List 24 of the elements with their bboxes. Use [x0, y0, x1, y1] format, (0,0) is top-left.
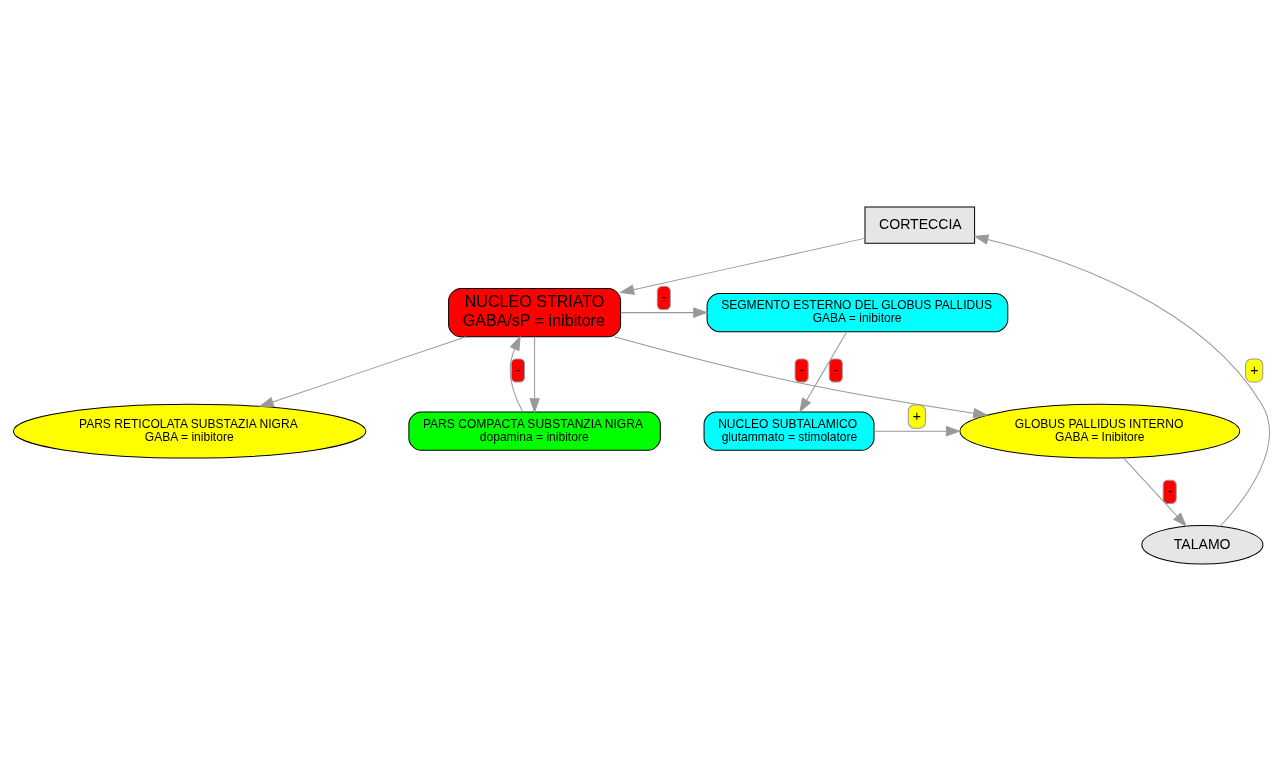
arrow — [973, 233, 1270, 527]
arrow — [619, 237, 866, 295]
arrow — [529, 335, 540, 413]
edge-label: + — [1250, 361, 1259, 378]
edge-label: - — [1167, 482, 1173, 499]
node-box: CORTECCIA — [864, 206, 976, 244]
node-ellipse: GLOBUS PALLIDUS INTERNO GABA = Inibitore — [959, 403, 1241, 459]
arrow — [1123, 457, 1188, 527]
node-ellipse: TALAMO — [1141, 524, 1264, 565]
arrow — [873, 425, 961, 436]
node-box: NUCLEO SUBTALAMICO glutammato = stimolatore — [703, 411, 875, 451]
arrow — [258, 335, 467, 407]
node-box: SEGMENTO ESTERNO DEL GLOBUS PALLIDUS GABA = inibitore — [706, 292, 1009, 332]
arrow — [799, 330, 848, 413]
edge-label: - — [661, 288, 667, 305]
node-box: PARS COMPACTA SUBSTANZIA NIGRA dopamina = inibitore — [408, 411, 661, 451]
edge-label: - — [799, 361, 805, 378]
edge-label: - — [515, 361, 521, 378]
node-ellipse: PARS RETICOLATA SUBSTAZIA NIGRA GABA = inibitore — [12, 403, 367, 459]
arrow — [620, 306, 709, 318]
node-box: NUCLEO STRIATO GABA/sP = inibitore — [448, 287, 622, 337]
edge-label: - — [833, 361, 839, 378]
arrow — [614, 335, 989, 418]
edge-label: + — [912, 407, 922, 424]
